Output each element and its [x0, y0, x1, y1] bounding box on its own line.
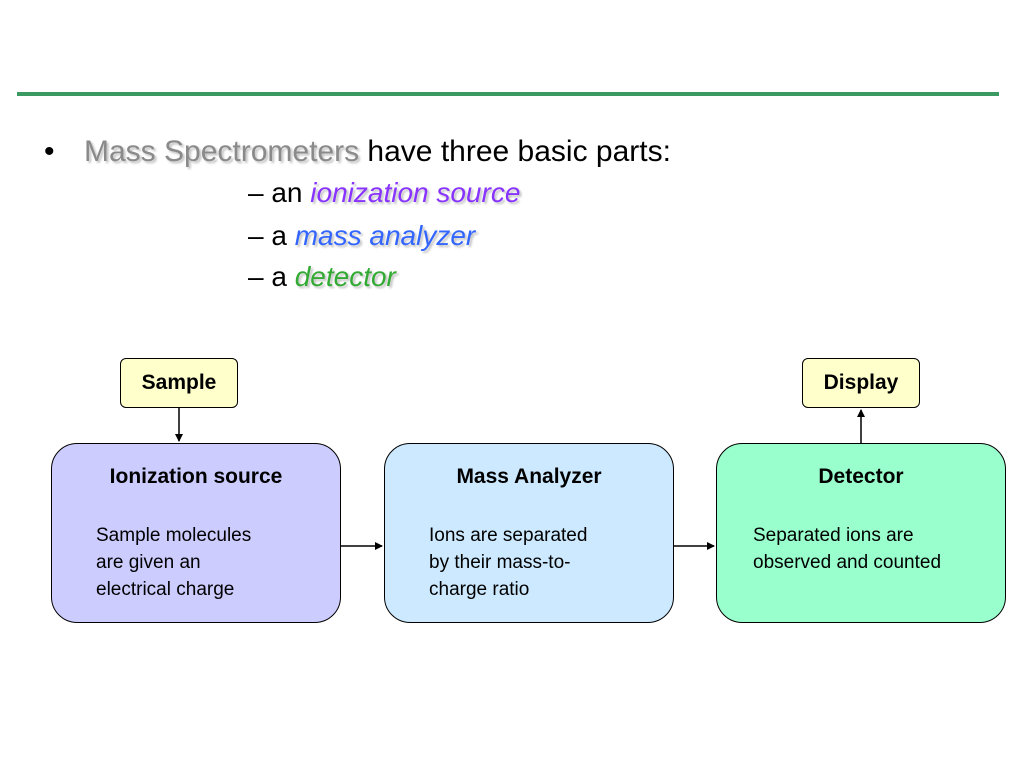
bullet-marker: •	[44, 135, 55, 168]
ionization-source-box: Ionization source Sample molecules are g…	[51, 443, 341, 623]
description-line: Ions are separated	[429, 525, 588, 546]
bullet-heading: • Mass Spectrometers have three basic par…	[44, 134, 671, 170]
title-divider	[17, 92, 999, 96]
part-prefix: – an	[248, 177, 311, 208]
description-line: Sample molecules	[96, 525, 252, 546]
stage-description: Separated ions are observed and counted	[753, 522, 941, 576]
detector-box: Detector Separated ions are observed and…	[716, 443, 1006, 623]
sample-box: Sample	[120, 358, 238, 408]
part-ionization-line: – an ionization source	[248, 176, 520, 210]
stage-description: Sample molecules are given an electrical…	[96, 522, 251, 603]
stage-description: Ions are separated by their mass-to- cha…	[429, 522, 587, 603]
description-line: by their mass-to-	[429, 552, 571, 573]
part-term-ionization: ionization source	[310, 177, 521, 208]
stage-title: Detector	[818, 465, 904, 488]
display-box: Display	[802, 358, 920, 408]
stage-title: Mass Analyzer	[456, 465, 602, 488]
description-line: observed and counted	[753, 552, 942, 573]
description-line: electrical charge	[96, 579, 235, 600]
stage-title: Ionization source	[109, 465, 283, 488]
part-detector-line: – a detector	[248, 260, 396, 294]
description-line: charge ratio	[429, 579, 530, 600]
description-line: Separated ions are	[753, 525, 914, 546]
part-analyzer-line: – a mass analyzer	[248, 219, 475, 253]
bullet-term: Mass Spectrometers	[84, 135, 360, 168]
bullet-rest: have three basic parts:	[359, 135, 671, 168]
part-term-analyzer: mass analyzer	[294, 220, 476, 251]
description-line: are given an	[96, 552, 201, 573]
mass-analyzer-box: Mass Analyzer Ions are separated by thei…	[384, 443, 674, 623]
part-prefix: – a	[248, 261, 295, 292]
part-prefix: – a	[248, 220, 295, 251]
part-term-detector: detector	[294, 261, 396, 292]
